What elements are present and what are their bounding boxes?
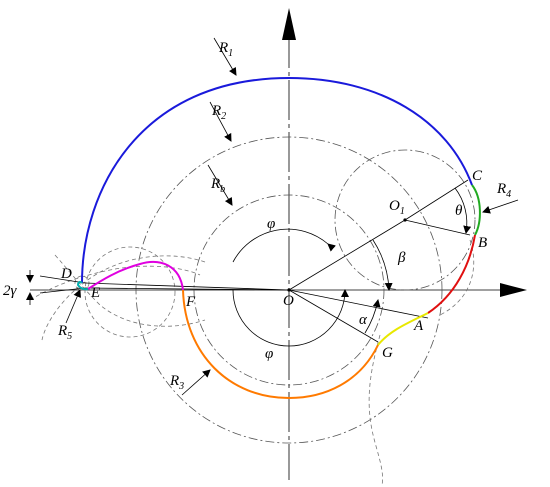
angle-alpha-arc — [364, 299, 381, 334]
line-O1-C — [404, 179, 469, 221]
vertical-axis-arrow — [282, 8, 296, 40]
point-O — [287, 288, 291, 292]
line-O-E — [84, 287, 290, 291]
construction-lines — [39, 179, 471, 343]
arc-D-E — [76, 280, 89, 291]
circle-Rb — [193, 194, 385, 386]
label-phi-bottom: φ — [265, 346, 273, 362]
reference-circles — [74, 136, 476, 444]
line-O-A — [288, 289, 429, 319]
leader-Rb — [207, 164, 233, 206]
label-B: B — [478, 235, 487, 251]
label-R4: R4 — [496, 181, 511, 200]
label-alpha: α — [359, 312, 368, 328]
line-O-O1 — [288, 219, 406, 291]
secondary-curves — [29, 239, 475, 486]
line-gamma-upper — [39, 275, 86, 284]
angle-theta-arc — [454, 187, 472, 234]
circle-O1 — [334, 149, 476, 291]
arc-E-F — [87, 260, 184, 291]
leader-R3 — [181, 369, 211, 396]
points — [287, 218, 407, 292]
circle-R2 — [135, 136, 443, 444]
point-O1 — [403, 218, 407, 222]
line-O-D — [84, 282, 290, 291]
dashed-curve-left-2 — [54, 254, 206, 327]
label-F: F — [185, 294, 196, 310]
label-E: E — [90, 285, 100, 301]
label-O: O — [283, 293, 294, 309]
label-R2: R2 — [211, 103, 226, 122]
label-theta: θ — [455, 203, 463, 219]
label-A: A — [413, 318, 424, 334]
line-O1-B — [404, 219, 471, 236]
dashed-curve-bottom-right — [368, 334, 383, 486]
label-R5: R5 — [57, 323, 72, 342]
angle-beta-arc — [372, 239, 393, 291]
horizontal-axis-arrow — [500, 283, 527, 297]
arc-R1 — [81, 76, 473, 284]
label-2gamma: 2γ — [3, 283, 18, 299]
leader-R1 — [213, 37, 237, 76]
angle-markers — [26, 187, 472, 347]
circle-E-loop — [84, 246, 176, 338]
label-R1: R1 — [218, 40, 233, 59]
radius-leaders — [65, 37, 519, 396]
label-beta: β — [397, 250, 406, 266]
dashed-curve-left-3 — [29, 265, 201, 301]
leader-R5 — [65, 289, 81, 324]
dashed-curve-right — [439, 239, 475, 316]
arc-R3 — [182, 289, 379, 400]
arc-A-B — [427, 234, 476, 314]
label-G: G — [382, 345, 393, 361]
label-Rb: Rb — [210, 176, 225, 195]
line-O-G — [288, 289, 379, 343]
angle-phi-bottom-arc — [232, 289, 349, 347]
label-O1: O1 — [389, 198, 405, 217]
angle-phi-top-arc — [232, 228, 336, 263]
arc-A-G — [377, 312, 429, 346]
leader-R2 — [209, 101, 232, 142]
profile-curves — [76, 76, 481, 400]
arc-R4 — [471, 184, 481, 236]
label-phi-top: φ — [267, 216, 275, 232]
line-gamma-lower — [39, 287, 86, 294]
label-D: D — [60, 266, 72, 282]
label-R3: R3 — [169, 373, 184, 392]
label-C: C — [472, 168, 483, 184]
labels: R1 R2 Rb R3 R4 R5 O1 C B A G D E F O θ β… — [3, 40, 511, 392]
leader-R4 — [482, 199, 519, 214]
dashed-curve-left-1 — [41, 255, 206, 341]
